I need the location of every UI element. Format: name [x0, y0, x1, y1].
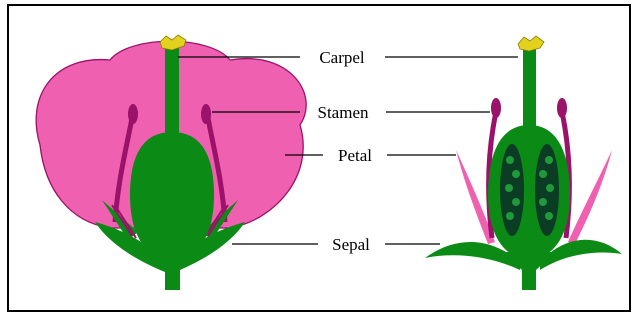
right-petal: [568, 150, 612, 244]
left-ovary: [130, 132, 214, 260]
right-stamen-anther: [557, 98, 567, 118]
left-stamen-anther: [128, 104, 138, 124]
label-carpel: Carpel: [319, 48, 365, 67]
right-stigma: [518, 36, 544, 51]
left-style: [165, 46, 179, 146]
right-style: [523, 48, 536, 138]
left-stamen-anther: [201, 104, 211, 124]
right-flower: [425, 36, 622, 290]
label-petal: Petal: [338, 146, 372, 165]
label-sepal: Sepal: [332, 235, 370, 254]
right-stamen-anther: [491, 98, 501, 118]
label-stamen: Stamen: [318, 103, 369, 122]
right-receptacle: [505, 252, 553, 290]
left-receptacle: [140, 252, 205, 290]
left-flower: [36, 35, 306, 290]
